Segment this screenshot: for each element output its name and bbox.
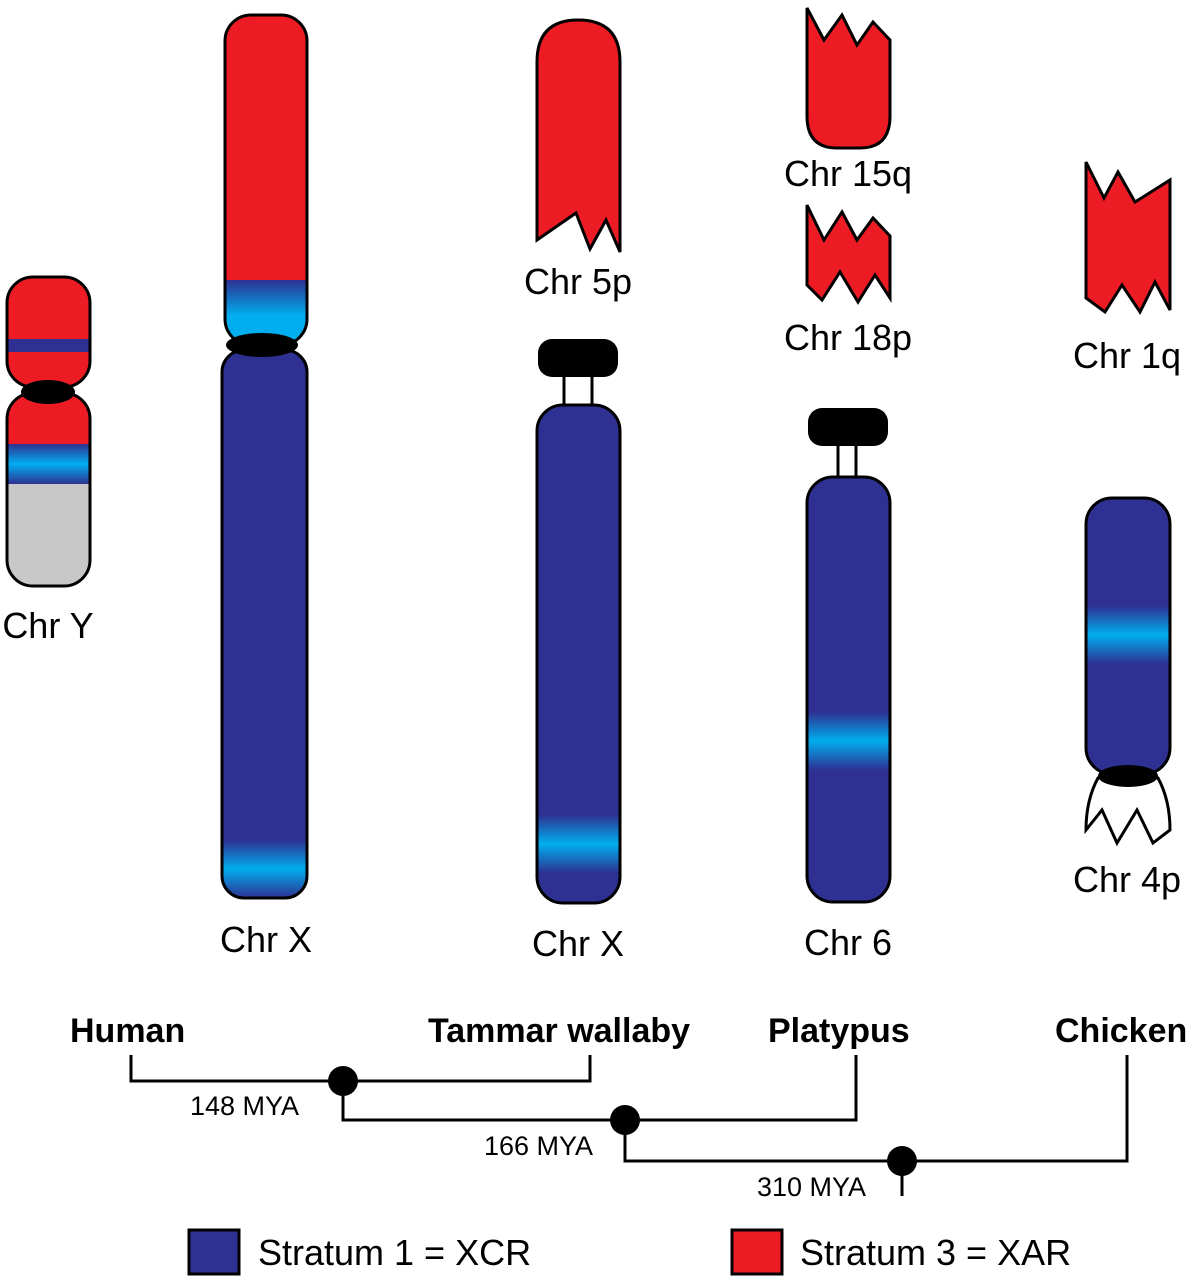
divergence-166: 166 MYA <box>484 1131 593 1161</box>
platypus-chr-15q <box>805 7 892 150</box>
chicken-chr-1q <box>1084 161 1172 315</box>
platypus-chr-6 <box>805 408 892 904</box>
human-chr-x <box>220 13 309 900</box>
divergence-310: 310 MYA <box>757 1172 866 1202</box>
human-chr-y <box>5 275 92 588</box>
species-chicken: Chicken <box>1055 1012 1187 1050</box>
wallaby-chr-5p <box>535 18 622 253</box>
label-chr-4p: Chr 4p <box>1073 859 1181 900</box>
label-human-chr-x: Chr X <box>220 919 312 960</box>
species-platypus: Platypus <box>768 1012 910 1050</box>
chicken-chr-4 <box>1084 496 1172 847</box>
label-chr-5p: Chr 5p <box>524 261 632 302</box>
node-310-mya <box>887 1146 917 1176</box>
phylogenetic-tree <box>129 1055 1129 1196</box>
divergence-148: 148 MYA <box>190 1091 299 1121</box>
legend-swatch-xar <box>730 1228 784 1276</box>
label-chr-1q: Chr 1q <box>1073 335 1181 376</box>
platypus-chr-18p <box>805 204 892 305</box>
node-166-mya <box>610 1105 640 1135</box>
label-chr-6: Chr 6 <box>804 922 892 963</box>
label-wallaby-chr-x: Chr X <box>532 923 624 964</box>
legend-label-xcr: Stratum 1 = XCR <box>258 1232 531 1273</box>
wallaby-chr-x <box>535 339 622 905</box>
node-148-mya <box>328 1066 358 1096</box>
label-chr-18p: Chr 18p <box>784 317 912 358</box>
label-chr-15q: Chr 15q <box>784 153 912 194</box>
label-chr-y: Chr Y <box>2 605 93 646</box>
legend-label-xar: Stratum 3 = XAR <box>800 1232 1071 1273</box>
legend-swatch-xcr <box>187 1228 241 1276</box>
legend: Stratum 1 = XCR Stratum 3 = XAR <box>187 1228 1071 1276</box>
species-tammar-wallaby: Tammar wallaby <box>428 1012 690 1050</box>
species-human: Human <box>70 1012 185 1050</box>
